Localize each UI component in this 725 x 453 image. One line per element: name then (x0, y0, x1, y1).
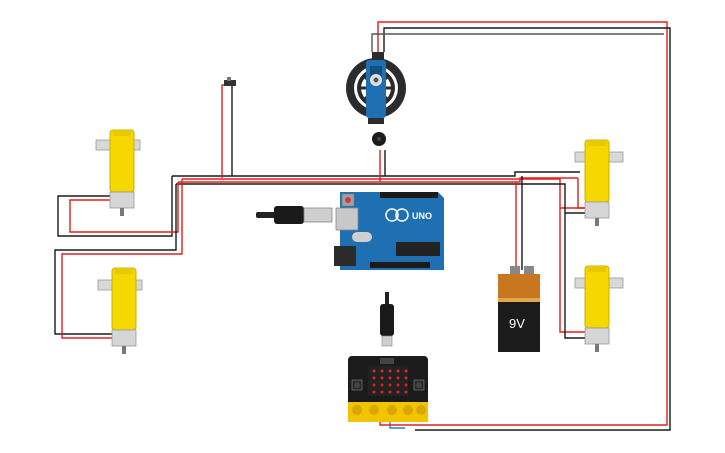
wires (54, 21, 671, 431)
usb-cable-microbit[interactable] (380, 292, 394, 347)
wire-bus-red[interactable] (178, 177, 578, 183)
wire-servo-black[interactable] (383, 27, 671, 431)
wire-bus-red2[interactable] (182, 178, 585, 209)
arduino-uno[interactable]: UNO (334, 192, 444, 270)
wire-motor-bl-black[interactable] (54, 184, 177, 335)
dc-motor-top-right[interactable] (574, 139, 624, 226)
battery-label: 9V (509, 316, 525, 331)
slide-switch[interactable] (224, 77, 236, 86)
usb-cable-arduino[interactable] (256, 206, 333, 224)
wire-bus-black2[interactable] (176, 183, 588, 214)
wire-switch-red[interactable] (221, 84, 226, 178)
wire-motor-tl-red[interactable] (69, 182, 179, 233)
wire-bus-black[interactable] (172, 171, 580, 177)
microbit[interactable] (348, 356, 428, 422)
wire-servo-gray[interactable] (371, 33, 664, 52)
wire-motor-br-red[interactable] (559, 208, 585, 333)
battery-9v[interactable]: 9V (498, 266, 540, 352)
servo-wheel[interactable] (346, 52, 406, 124)
dc-motor-top-left[interactable] (95, 129, 141, 216)
dc-motor-bottom-left[interactable] (97, 267, 143, 354)
wire-servo-red[interactable] (377, 21, 668, 426)
wire-motor-tl-black[interactable] (57, 176, 173, 237)
piezo-buzzer[interactable] (372, 132, 386, 146)
wire-motor-tr-red[interactable] (577, 178, 585, 209)
wire-motor-br-black[interactable] (564, 213, 585, 339)
wire-motor-bl-red[interactable] (61, 179, 183, 339)
arduino-board-label: UNO (412, 211, 432, 221)
dc-motor-bottom-right[interactable] (574, 265, 624, 352)
